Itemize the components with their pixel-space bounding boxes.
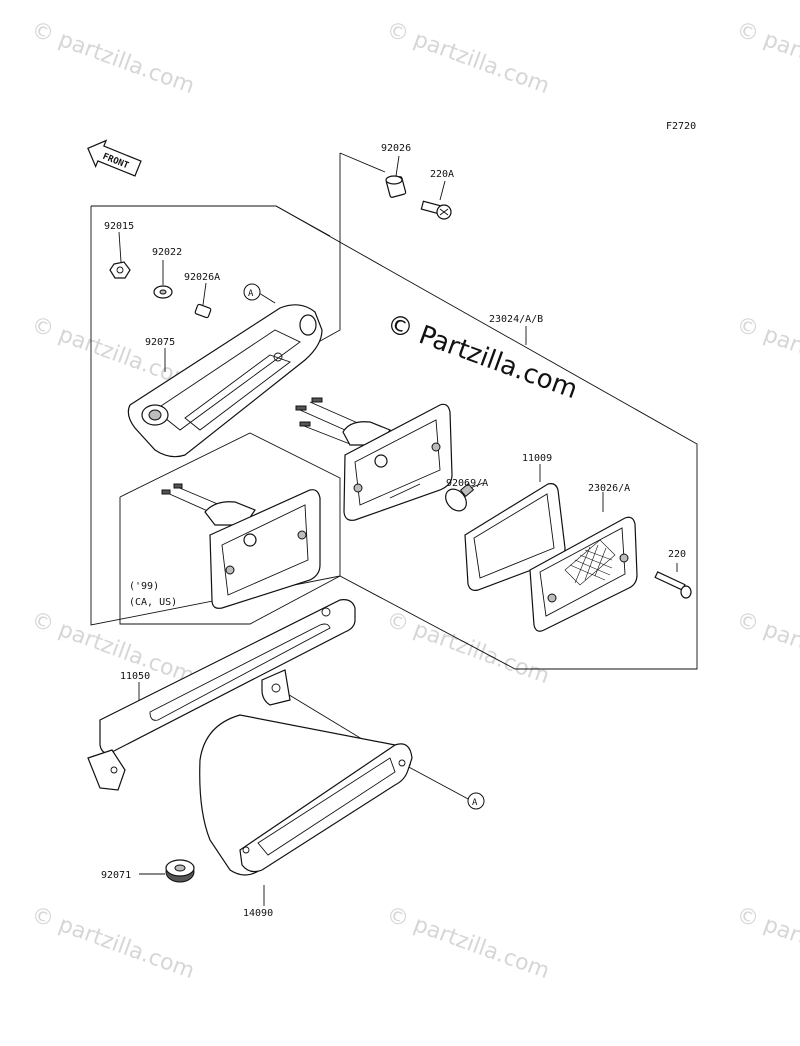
assembly-outline — [90, 152, 698, 670]
watermark: © partzilla.com — [28, 607, 198, 689]
bracket-11050 — [87, 599, 356, 791]
part-label: 92022 — [152, 247, 182, 258]
part-label: 92026A — [184, 272, 220, 283]
front-arrow-icon: FRONT — [87, 139, 142, 177]
watermark: © partzilla.com — [28, 902, 198, 984]
figure-code: F2720 — [666, 121, 696, 132]
housing-92075 — [127, 304, 323, 458]
callout-a-lower: A — [467, 792, 485, 810]
part-label: 11009 — [522, 453, 552, 464]
callout-a-lower-label: A — [472, 798, 478, 808]
part-label: 92071 — [101, 870, 131, 881]
part-label: 92069/A — [446, 478, 488, 489]
screw-220A — [420, 200, 452, 220]
part-label: 23024/A/B — [489, 314, 543, 325]
lamp-variant-99 — [161, 483, 321, 609]
part-label: 220A — [430, 169, 454, 180]
part-label: 220 — [668, 549, 686, 560]
part-label: 23026/A — [588, 483, 630, 494]
lamp-23024 — [295, 397, 453, 521]
watermark: © partzilla.com — [733, 607, 800, 689]
part-label: 14090 — [243, 908, 273, 919]
watermark: © partzilla.com — [28, 17, 198, 99]
bulb-92069 — [445, 483, 475, 512]
part-label: 11050 — [120, 671, 150, 682]
watermark: © partzilla.com — [733, 902, 800, 984]
nut-92015 — [109, 261, 131, 279]
spacer-92026A — [194, 303, 212, 319]
lens-pattern — [564, 539, 616, 586]
callout-a-upper: A — [243, 283, 261, 301]
variant-year-note: ('99) — [129, 581, 159, 592]
watermark: © partzilla.com — [383, 17, 553, 99]
watermark: © partzilla.com — [383, 902, 553, 984]
watermark: © partzilla.com — [733, 17, 800, 99]
grommet-92071 — [165, 859, 195, 883]
variant-region-note: (CA, US) — [129, 597, 177, 608]
part-label: 92075 — [145, 337, 175, 348]
housing-14090 — [199, 714, 413, 876]
washer-92022 — [153, 285, 173, 299]
lens-23026 — [529, 516, 638, 632]
spacer-92026 — [385, 175, 407, 198]
watermark-layer: © partzilla.com © partzilla.com © partzi… — [28, 17, 800, 984]
watermark: © partzilla.com — [733, 312, 800, 394]
callout-a-upper-label: A — [248, 289, 254, 299]
part-label: 92015 — [104, 221, 134, 232]
screw-220 — [654, 571, 692, 599]
watermark: © partzilla.com — [383, 607, 553, 689]
part-label: 92026 — [381, 143, 411, 154]
